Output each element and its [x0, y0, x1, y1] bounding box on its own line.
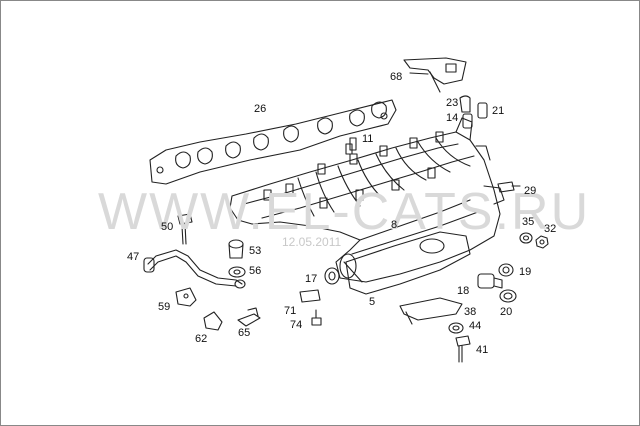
washer-part-56 — [228, 266, 246, 278]
washer-part-35 — [519, 232, 533, 244]
screw-part-53 — [228, 239, 244, 259]
hose-part-23 — [459, 95, 471, 113]
part-label-26: 26 — [254, 103, 267, 115]
screw-part-74 — [311, 309, 322, 326]
part-label-8: 8 — [391, 219, 398, 231]
bolt-part-29 — [497, 181, 521, 193]
part-label-19: 19 — [519, 266, 532, 278]
intake-manifold-part-8 — [229, 117, 505, 283]
part-label-59: 59 — [158, 301, 171, 313]
part-label-21: 21 — [492, 105, 505, 117]
part-label-47: 47 — [127, 251, 140, 263]
part-label-11: 11 — [362, 133, 374, 145]
pipe-part-47 — [143, 249, 246, 289]
part-label-65: 65 — [238, 327, 251, 339]
washer-part-44 — [448, 322, 464, 334]
bracket-part-38 — [399, 297, 463, 325]
part-label-29: 29 — [524, 185, 537, 197]
part-label-17: 17 — [305, 273, 318, 285]
part-label-20: 20 — [500, 306, 513, 318]
part-label-41: 41 — [476, 344, 489, 356]
part-label-35: 35 — [522, 216, 535, 228]
bracket-part-59 — [175, 287, 197, 307]
part-label-74: 74 — [290, 319, 303, 331]
part-label-68: 68 — [390, 71, 403, 83]
part-label-53: 53 — [249, 245, 262, 257]
clip-part-62 — [203, 311, 223, 331]
fitting-part-19 — [498, 263, 514, 277]
part-label-18: 18 — [457, 285, 470, 297]
bolt-part-71 — [299, 289, 321, 303]
part-label-5: 5 — [369, 296, 376, 308]
bolt-part-41 — [455, 335, 471, 363]
part-label-32: 32 — [544, 223, 557, 235]
lower-manifold-part-5 — [345, 231, 471, 295]
bracket-part-68 — [403, 57, 467, 93]
sleeve-part-14 — [462, 113, 473, 129]
ring-part-17 — [324, 267, 340, 285]
gasket-part-26 — [149, 99, 397, 185]
part-label-71: 71 — [284, 305, 297, 317]
nut-part-32 — [535, 235, 549, 249]
studs-part-11 — [345, 137, 357, 155]
plug-part-21 — [477, 102, 488, 119]
bolt-part-50 — [177, 213, 193, 245]
fitting-part-18 — [477, 273, 503, 289]
part-label-14: 14 — [446, 112, 459, 124]
part-label-44: 44 — [469, 320, 482, 332]
part-label-23: 23 — [446, 97, 459, 109]
part-label-62: 62 — [195, 333, 208, 345]
part-label-50: 50 — [161, 221, 174, 233]
clamp-part-65 — [237, 307, 261, 327]
part-label-38: 38 — [464, 306, 477, 318]
washer-part-20 — [499, 289, 517, 303]
part-label-56: 56 — [249, 265, 262, 277]
